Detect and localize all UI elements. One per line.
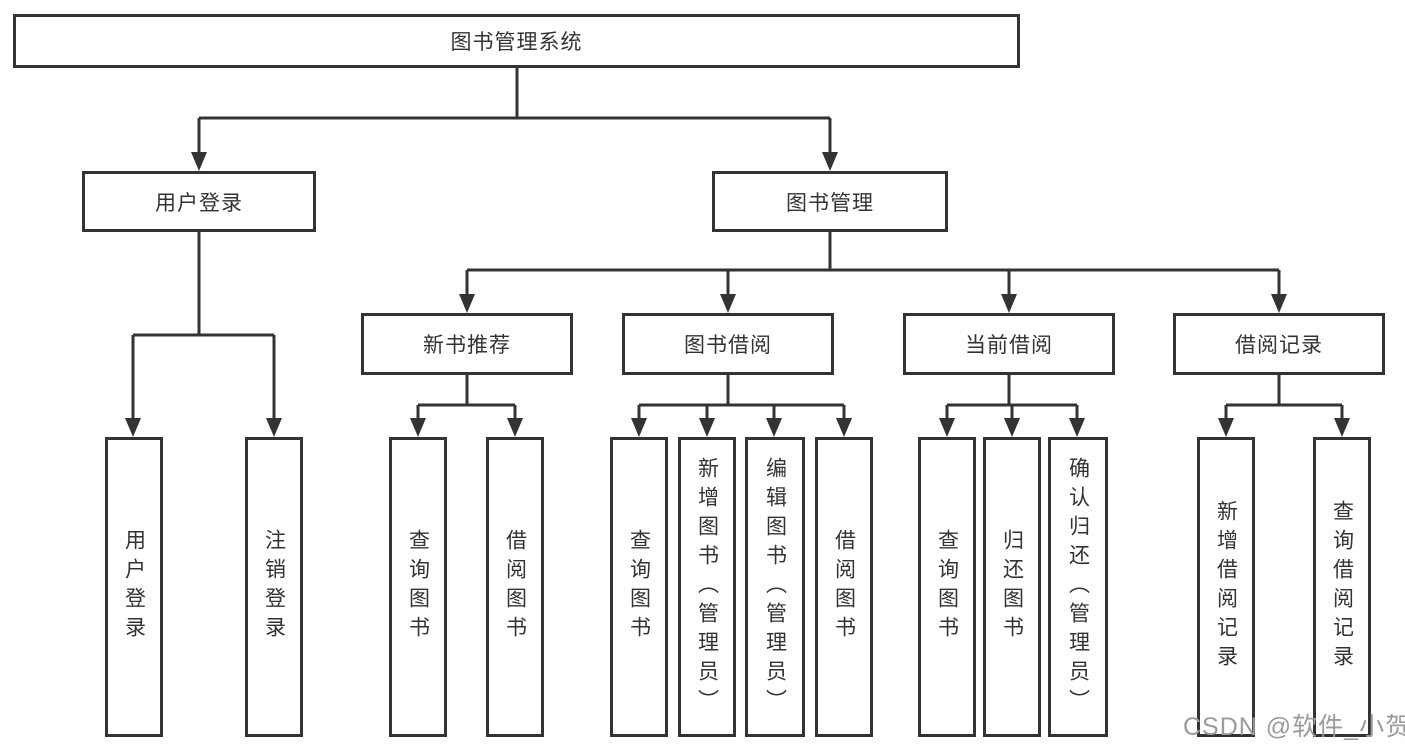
leaf-query-books-current-label: 查询图书 [935, 529, 959, 645]
connector-current-borrow-branch [939, 375, 1085, 437]
leaf-return-book-label: 归还图书 [1000, 529, 1024, 645]
arrowhead-icon [766, 418, 782, 437]
arrowhead-icon [1334, 418, 1350, 437]
leaf-return-book: 归还图书 [983, 437, 1041, 737]
leaf-query-books-recommend: 查询图书 [389, 437, 447, 737]
connector-root-to-level2 [191, 68, 838, 171]
node-current-borrow: 当前借阅 [903, 313, 1115, 375]
leaf-user-login: 用户登录 [105, 437, 163, 737]
leaf-query-books-borrow: 查询图书 [610, 437, 668, 737]
node-current-borrow-label: 当前借阅 [965, 334, 1053, 357]
arrowhead-icon [191, 152, 207, 171]
connector-book-management-branch [459, 232, 1287, 313]
node-book-management: 图书管理 [712, 171, 948, 232]
leaf-query-books-borrow-label: 查询图书 [627, 529, 651, 645]
connector-borrow-records-branch [1218, 375, 1350, 437]
arrowhead-icon [939, 418, 955, 437]
node-borrow-records-label: 借阅记录 [1235, 334, 1323, 357]
arrowhead-icon [1271, 294, 1287, 313]
arrowhead-icon [1004, 418, 1020, 437]
arrowhead-icon [1069, 418, 1085, 437]
arrowhead-icon [1218, 418, 1234, 437]
leaf-edit-book-admin: 编辑图书（管理员） [745, 437, 805, 737]
arrowhead-icon [699, 418, 715, 437]
leaf-confirm-return-admin-label: 确认归还（管理员） [1066, 456, 1090, 718]
leaf-add-book-admin-label: 新增图书（管理员） [695, 456, 719, 718]
leaf-query-borrow-record: 查询借阅记录 [1313, 437, 1371, 737]
node-book-management-label: 图书管理 [786, 191, 874, 215]
arrowhead-icon [266, 418, 282, 437]
node-book-borrow: 图书借阅 [622, 313, 834, 375]
leaf-borrow-books-recommend: 借阅图书 [486, 437, 544, 737]
leaf-user-login-label: 用户登录 [122, 529, 146, 645]
leaf-borrow-books-recommend-label: 借阅图书 [503, 529, 527, 645]
node-book-borrow-label: 图书借阅 [684, 334, 772, 357]
leaf-borrow-books-borrow-label: 借阅图书 [832, 529, 856, 645]
leaf-query-books-current: 查询图书 [918, 437, 976, 737]
arrowhead-icon [822, 152, 838, 171]
node-root: 图书管理系统 [13, 14, 1020, 68]
arrowhead-icon [836, 418, 852, 437]
node-borrow-records: 借阅记录 [1173, 313, 1385, 375]
leaf-borrow-books-borrow: 借阅图书 [815, 437, 873, 737]
node-user-login-label: 用户登录 [155, 191, 243, 215]
arrowhead-icon [631, 418, 647, 437]
leaf-add-borrow-record: 新增借阅记录 [1197, 437, 1255, 737]
arrowhead-icon [1001, 294, 1017, 313]
connector-user-login-branch [125, 232, 282, 437]
leaf-add-borrow-record-label: 新增借阅记录 [1214, 500, 1238, 674]
arrowhead-icon [507, 418, 523, 437]
arrowhead-icon [125, 418, 141, 437]
leaf-add-book-admin: 新增图书（管理员） [678, 437, 736, 737]
leaf-logout-label: 注销登录 [262, 529, 286, 645]
csdn-watermark: CSDN @软件_小贺同学 [1183, 713, 1405, 741]
arrowhead-icon [720, 294, 736, 313]
arrowhead-icon [459, 294, 475, 313]
leaf-edit-book-admin-label: 编辑图书（管理员） [763, 456, 787, 718]
node-new-book-recommend: 新书推荐 [361, 313, 573, 375]
node-new-book-recommend-label: 新书推荐 [423, 334, 511, 357]
leaf-logout: 注销登录 [245, 437, 303, 737]
connector-new-book-branch [410, 375, 523, 437]
arrowhead-icon [410, 418, 426, 437]
leaf-query-books-recommend-label: 查询图书 [406, 529, 430, 645]
node-root-label: 图书管理系统 [450, 31, 583, 54]
connector-book-borrow-branch [631, 375, 852, 437]
node-user-login: 用户登录 [82, 171, 316, 232]
leaf-query-borrow-record-label: 查询借阅记录 [1330, 500, 1354, 674]
leaf-confirm-return-admin: 确认归还（管理员） [1048, 437, 1108, 737]
